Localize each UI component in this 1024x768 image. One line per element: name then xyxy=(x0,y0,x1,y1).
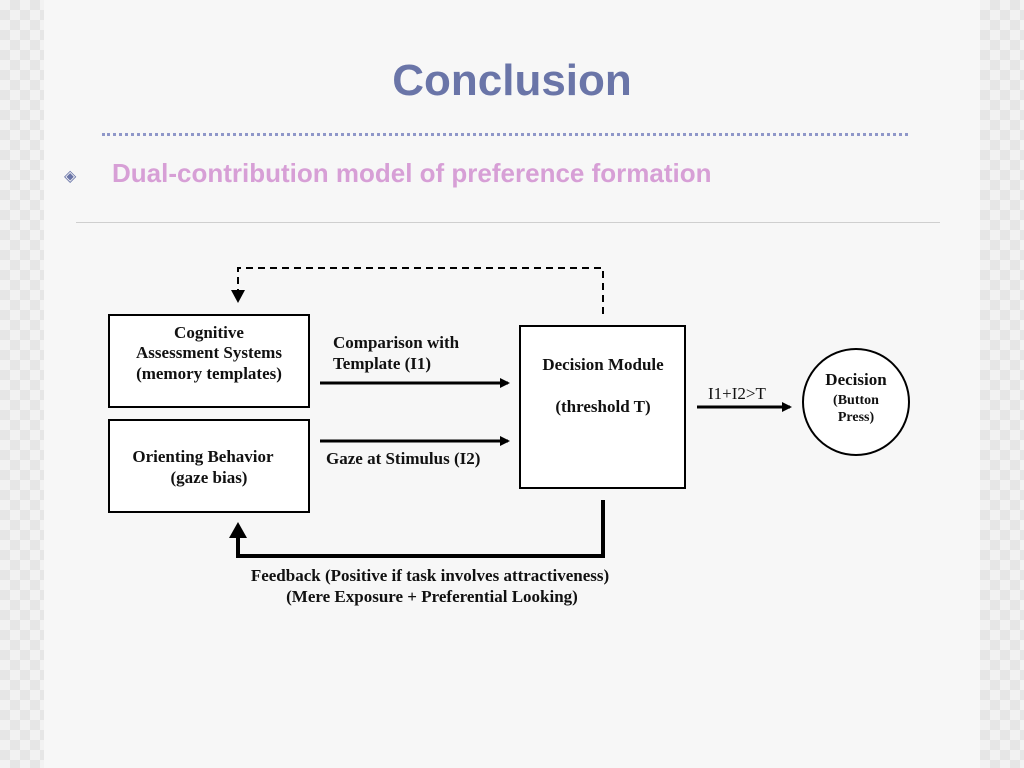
decision-circle xyxy=(802,348,910,456)
content-divider xyxy=(76,222,940,223)
cognitive-line-2: Assessment Systems xyxy=(136,343,282,362)
comparison-label-1: Comparison with xyxy=(333,333,460,352)
feedback-label-2: (Mere Exposure + Preferential Looking) xyxy=(286,587,578,606)
cognitive-assessment-box xyxy=(108,314,310,408)
orienting-behavior-box xyxy=(108,419,310,513)
solid-feedback-arrow xyxy=(236,500,605,558)
decision-line-1: Decision xyxy=(825,370,887,389)
orienting-line-1: Orienting Behavior xyxy=(132,447,274,466)
feedback-label-1: Feedback (Positive if task involves attr… xyxy=(251,566,609,585)
bullet-text: Dual-contribution model of preference fo… xyxy=(112,158,712,188)
sum-label: I1+I2>T xyxy=(708,384,766,403)
decision-line-2: (Button xyxy=(833,393,879,408)
slide-title: Conclusion xyxy=(392,56,632,105)
decision-module-line-1: Decision Module xyxy=(542,355,664,374)
dashed-feedback-arrow xyxy=(237,267,604,314)
title-divider xyxy=(102,133,908,136)
orienting-line-2: (gaze bias) xyxy=(171,468,248,487)
cognitive-line-1: Cognitive xyxy=(174,323,244,342)
solid-arrow-head xyxy=(229,522,247,538)
diamond-bullet-icon: ◈ xyxy=(64,168,77,185)
decision-module-box xyxy=(519,325,686,489)
decision-line-3: Press) xyxy=(838,410,875,425)
cognitive-line-3: (memory templates) xyxy=(136,364,282,383)
gaze-label: Gaze at Stimulus (I2) xyxy=(326,449,480,468)
decision-module-line-2: (threshold T) xyxy=(555,397,650,416)
dashed-arrow-head xyxy=(231,290,245,303)
comparison-label-2: Template (I1) xyxy=(333,354,431,373)
